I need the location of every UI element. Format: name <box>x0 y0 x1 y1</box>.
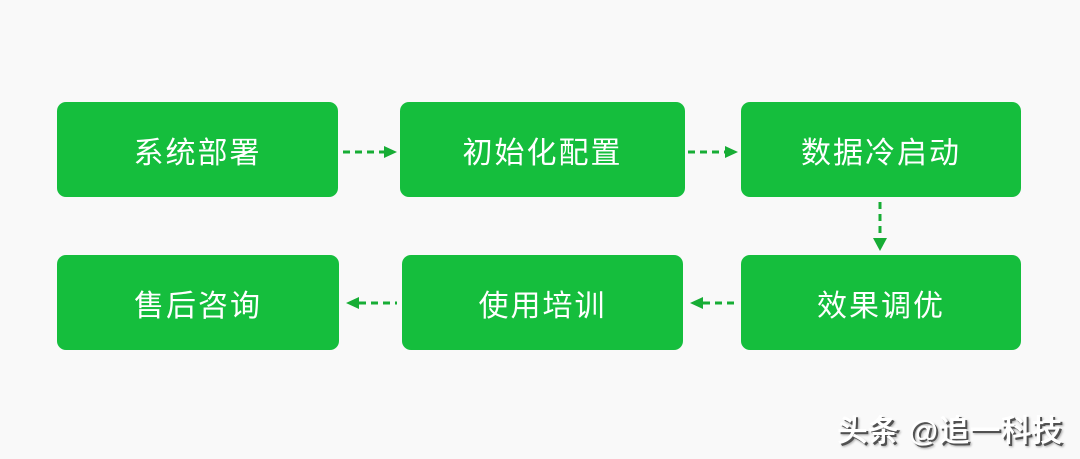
flow-node-coldstart: 数据冷启动 <box>741 102 1021 197</box>
flow-node-label: 使用培训 <box>478 289 607 323</box>
dashed-arrow-left-icon <box>346 297 397 309</box>
flow-node-label: 效果调优 <box>817 289 945 323</box>
dashed-arrow-down-icon <box>873 202 887 251</box>
flow-node-init: 初始化配置 <box>400 102 685 197</box>
dashed-arrow-right-icon <box>343 146 397 158</box>
flow-node-deploy: 系统部署 <box>57 102 338 197</box>
toutiao-watermark: 头条 @追一科技 <box>837 415 1063 448</box>
dashed-arrow-right-icon <box>688 146 738 158</box>
flow-node-label: 售后咨询 <box>134 289 262 323</box>
flow-node-aftersales: 售后咨询 <box>57 255 339 350</box>
flow-node-label: 数据冷启动 <box>801 136 961 170</box>
dashed-arrow-left-icon <box>690 297 739 309</box>
flow-node-label: 初始化配置 <box>462 136 623 170</box>
flow-node-label: 系统部署 <box>133 136 262 170</box>
flow-node-training: 使用培训 <box>402 255 683 350</box>
flow-node-tuning: 效果调优 <box>741 255 1021 350</box>
